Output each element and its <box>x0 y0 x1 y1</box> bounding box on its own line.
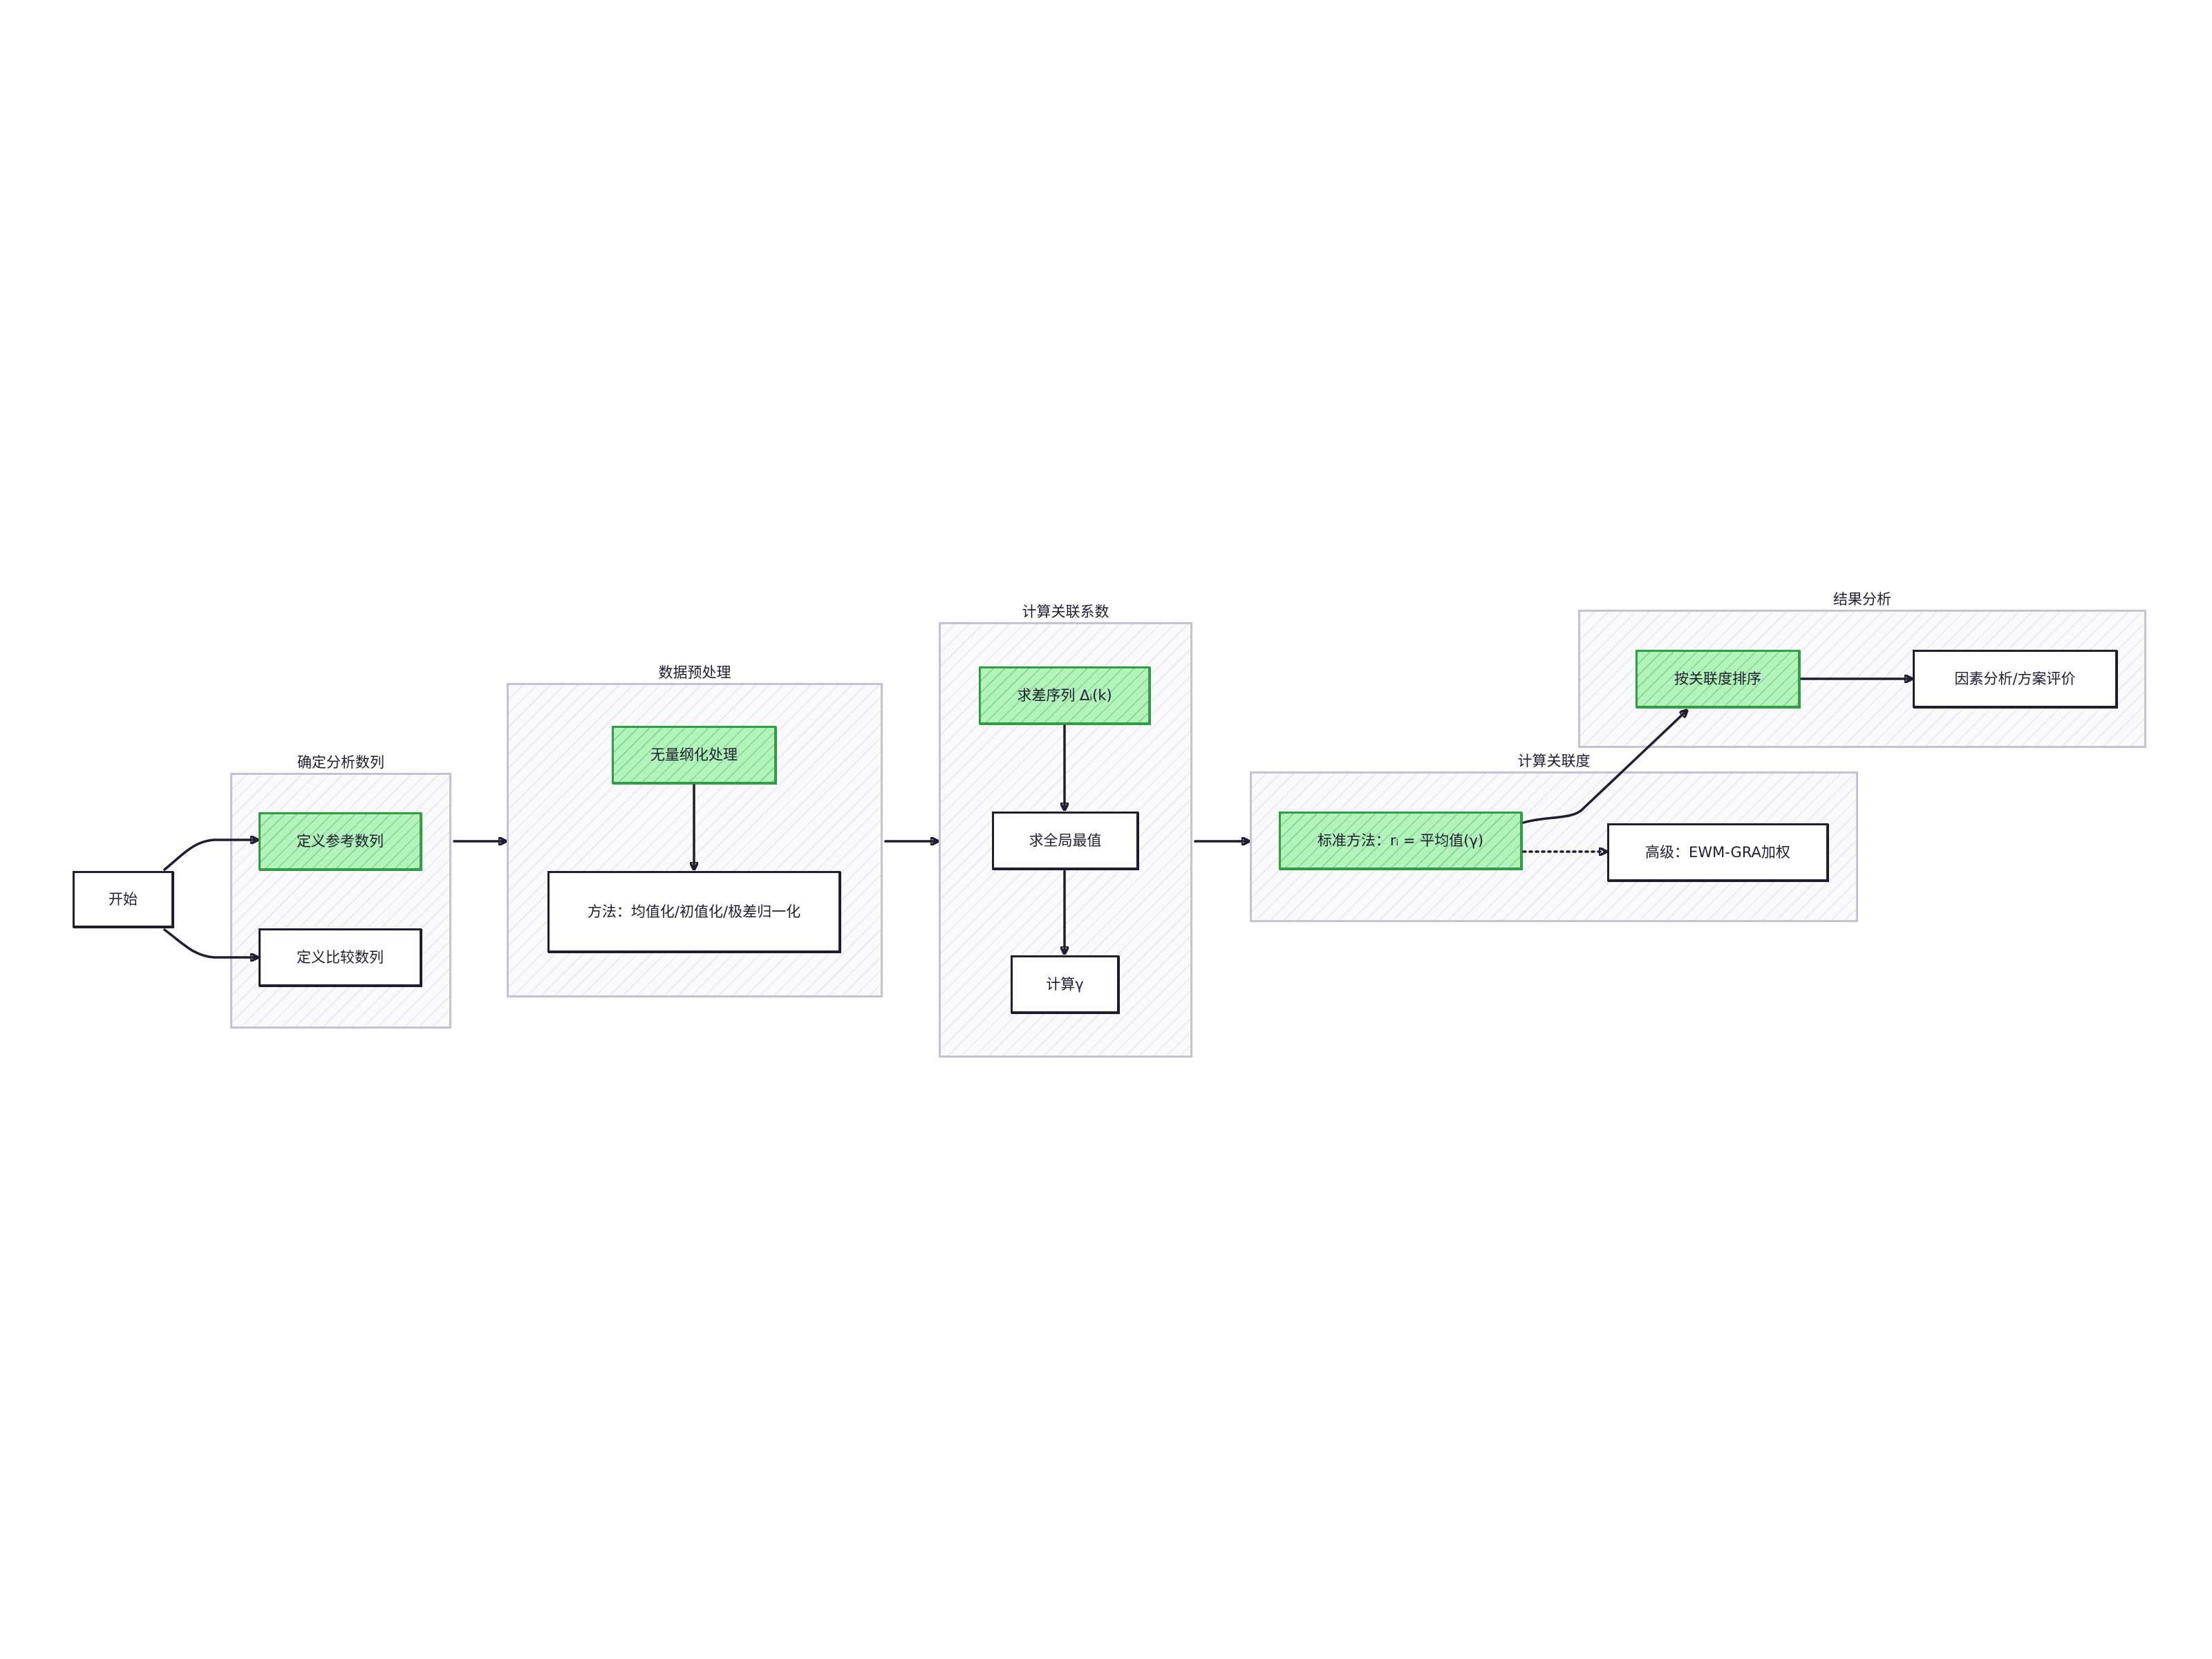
group-title: 结果分析 <box>1833 591 1891 608</box>
global-extremes-node[interactable]: 求全局最值 <box>992 812 1138 870</box>
edge-standard-to-sort <box>1522 711 1687 824</box>
compute-gamma-node[interactable]: 计算γ <box>1011 955 1119 1013</box>
group-title: 计算关联系数 <box>1022 603 1109 620</box>
advanced-ewm-gra-node[interactable]: 高级：EWM-GRA加权 <box>1607 823 1828 881</box>
edge-start-to-reference <box>163 840 257 871</box>
group-title: 确定分析数列 <box>297 754 384 771</box>
factor-evaluation-node[interactable]: 因素分析/方案评价 <box>1913 650 2117 708</box>
normalization-methods-node[interactable]: 方法：均值化/初值化/极差归一化 <box>547 871 841 953</box>
difference-sequence-node[interactable]: 求差序列 Δᵢ(k) <box>979 666 1150 724</box>
dimensionless-processing-node[interactable]: 无量纲化处理 <box>612 726 776 784</box>
sort-by-correlation-node[interactable]: 按关联度排序 <box>1635 650 1800 708</box>
define-comparison-sequence-node[interactable]: 定义比较数列 <box>259 928 422 986</box>
standard-method-node[interactable]: 标准方法：rᵢ = 平均值(γ) <box>1279 812 1522 870</box>
group-title: 数据预处理 <box>658 664 731 681</box>
start-node[interactable]: 开始 <box>73 871 174 928</box>
edge-start-to-comparison <box>163 928 257 957</box>
group-title: 计算关联度 <box>1517 753 1591 769</box>
define-reference-sequence-node[interactable]: 定义参考数列 <box>259 812 422 870</box>
